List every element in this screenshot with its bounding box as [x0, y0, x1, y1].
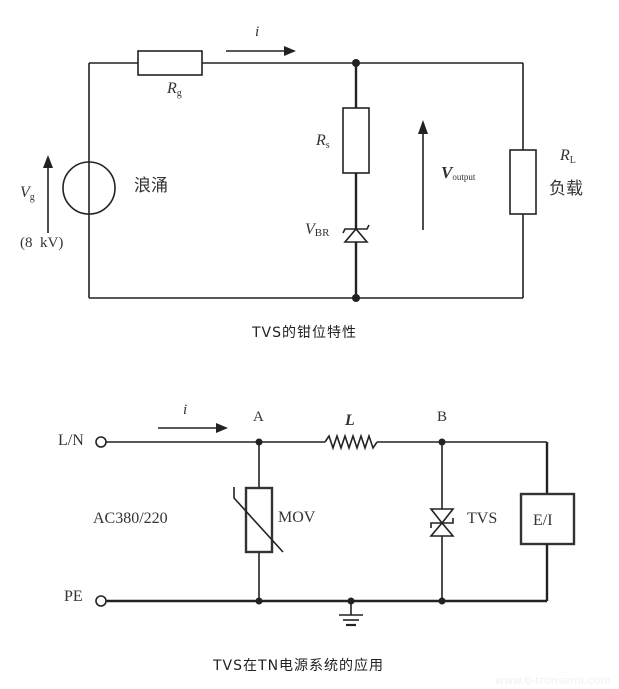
bidirectional-tvs-icon — [429, 508, 455, 537]
inductor-label: L — [344, 412, 355, 429]
arrowhead-icon — [284, 46, 296, 56]
diagram-tn-system: i A B L L/N PE AC380/220 MOV TVS E/I — [58, 402, 576, 627]
surge-label: 浪涌 — [134, 176, 168, 195]
current-label: i — [183, 402, 187, 418]
caption-clamping: TVS的钳位特性 — [252, 325, 358, 341]
vg-value-label: (8 kV) — [20, 235, 63, 251]
watermark: www.b-tronsemi.com — [495, 674, 611, 687]
resistor-rl — [509, 149, 537, 215]
varistor-slash-icon — [233, 487, 284, 553]
load-label: E/I — [533, 512, 553, 529]
current-label: i — [255, 24, 259, 40]
arrowhead-icon — [43, 155, 53, 168]
zener-diode-icon — [342, 224, 370, 243]
rs-label: Rs — [315, 132, 330, 151]
supply-voltage-label: AC380/220 — [93, 510, 168, 527]
vbr-label: VBR — [305, 221, 330, 239]
ground-icon — [339, 601, 363, 627]
diagram-clamping: i Rg Rs VBR Voutput RL 负载 浪涌 Vg (8 kV) — [20, 24, 583, 302]
surge-source-icon — [62, 161, 116, 215]
vg-label: Vg — [20, 184, 35, 203]
vout-label: Voutput — [441, 163, 476, 182]
junction-dot — [438, 438, 446, 446]
arrowhead-icon — [216, 423, 228, 433]
caption-tn-system: TVS在TN电源系统的应用 — [213, 658, 385, 674]
arrowhead-icon — [418, 120, 428, 134]
junction-dot — [438, 597, 446, 605]
node-a-label: A — [253, 409, 264, 425]
load-label: 负载 — [549, 179, 583, 198]
mov-varistor-icon — [244, 486, 274, 554]
junction-dot — [255, 438, 263, 446]
node-b-label: B — [437, 409, 447, 425]
junction-dot — [352, 294, 360, 302]
rg-label: Rg — [166, 80, 182, 99]
mov-label: MOV — [278, 509, 316, 526]
inductor-icon — [324, 433, 378, 451]
tvs-label: TVS — [467, 510, 497, 527]
resistor-rg — [137, 50, 203, 76]
junction-dot — [255, 597, 263, 605]
terminal-pe-label: PE — [64, 588, 83, 605]
terminal-pe-icon — [95, 595, 107, 607]
terminal-ln-label: L/N — [58, 432, 84, 449]
junction-dot — [352, 59, 360, 67]
resistor-rs — [342, 107, 370, 174]
rl-label: RL — [559, 147, 576, 166]
terminal-ln-icon — [95, 436, 107, 448]
